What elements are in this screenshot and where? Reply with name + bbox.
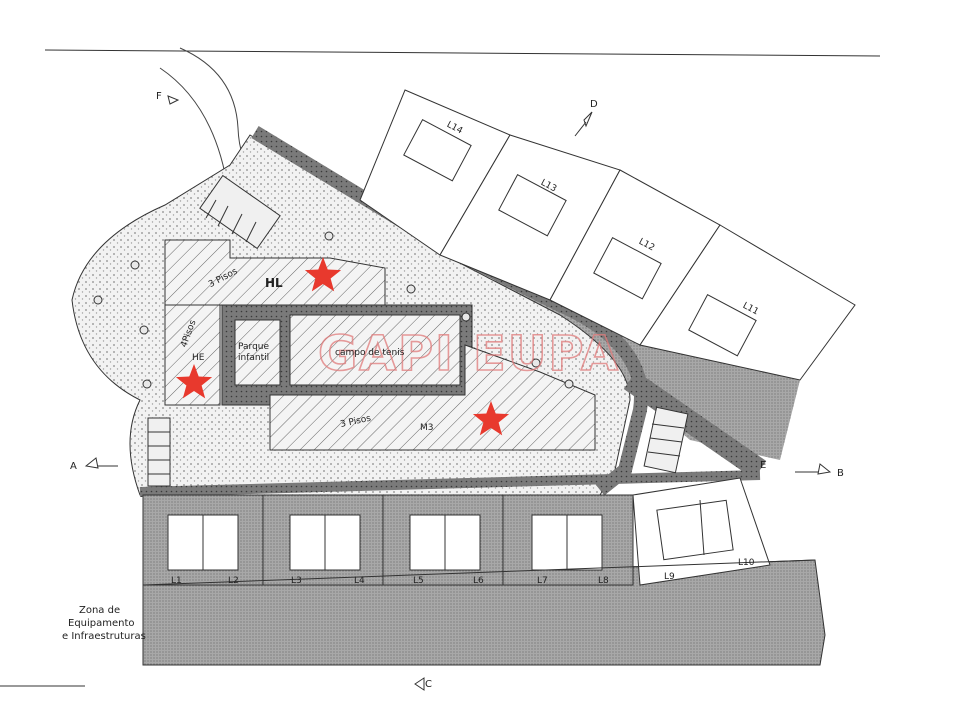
lot-label-l6: L6 <box>473 576 484 586</box>
section-arrow-a-icon <box>84 457 99 469</box>
section-markers: A B C D E F <box>70 91 844 691</box>
label-hl: HL <box>265 276 283 290</box>
label-zona-3: e Infraestruturas <box>62 631 146 642</box>
label-zona-1: Zona de <box>79 605 120 616</box>
playground <box>234 319 281 386</box>
section-arrow-f-icon <box>167 95 180 105</box>
red-star-icon <box>472 401 510 436</box>
parking-east <box>643 406 689 474</box>
tennis-court <box>289 314 461 386</box>
lot-label-l10: L10 <box>738 558 755 568</box>
lot-label-l3: L3 <box>291 576 302 586</box>
label-he: HE <box>192 353 205 363</box>
section-label-b: B <box>837 468 844 479</box>
section-label-e: E <box>760 460 766 471</box>
south-road <box>139 470 761 497</box>
section-label-a: A <box>70 461 77 472</box>
tree-markers <box>93 231 574 389</box>
red-star-icon <box>175 364 213 399</box>
lots-north-east <box>359 89 856 381</box>
lot-label-l4: L4 <box>354 576 365 586</box>
lot-label-l9: L9 <box>664 572 675 582</box>
star-markers <box>175 257 510 436</box>
section-label-d: D <box>590 99 598 110</box>
lot-label-l2: L2 <box>228 576 239 586</box>
section-arrow-b-icon <box>817 463 832 475</box>
label-zona-2: Equipamento <box>68 618 135 629</box>
section-arrow-c-icon <box>414 677 425 691</box>
lot-label-l1: L1 <box>171 576 182 586</box>
section-arrow-d-icon <box>583 111 593 128</box>
label-m3: M3 <box>420 423 434 433</box>
lots-south <box>142 477 816 586</box>
label-infantil: infantil <box>238 353 269 363</box>
parking-northwest <box>199 174 281 250</box>
watermark: GAPI EUPA <box>318 326 618 382</box>
lot-label-l7: L7 <box>537 576 548 586</box>
section-label-c: C <box>425 679 432 690</box>
parking-west <box>147 417 171 487</box>
red-star-icon <box>304 257 342 292</box>
label-parque: Parque <box>238 342 269 352</box>
section-line-d <box>574 121 587 137</box>
lot-label-l8: L8 <box>598 576 609 586</box>
access-road <box>159 67 229 191</box>
frame-top-line <box>44 49 881 57</box>
lot-label-l5: L5 <box>413 576 424 586</box>
section-label-f: F <box>156 91 162 102</box>
label-campo: campo de tenis <box>335 348 405 358</box>
east-road <box>623 370 767 480</box>
